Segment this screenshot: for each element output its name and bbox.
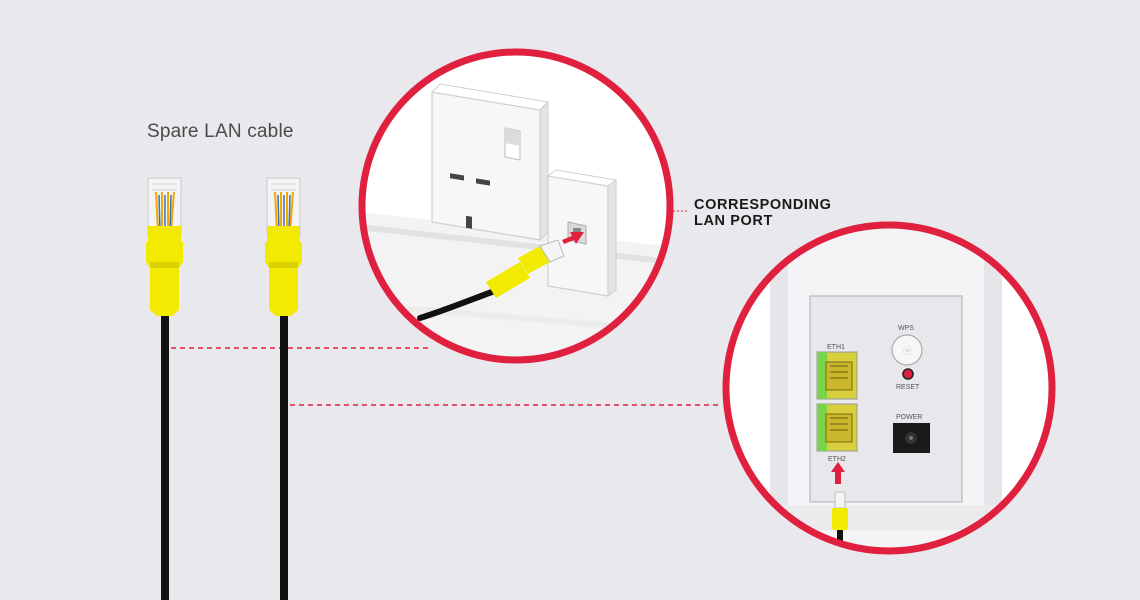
lan-cable-end-left xyxy=(146,177,183,600)
svg-text:ⓦ: ⓦ xyxy=(903,346,912,357)
cable-caption: Spare LAN cable xyxy=(147,121,294,142)
power-port xyxy=(893,423,930,453)
lan-port-callout: CORRESPONDING LAN PORT xyxy=(694,197,832,229)
reset-button xyxy=(902,368,914,380)
eth1-port xyxy=(816,351,858,400)
insert-arrow-up-icon xyxy=(831,462,845,484)
power-socket xyxy=(430,83,550,242)
reset-label: RESET xyxy=(896,384,920,391)
insert-arrow-icon xyxy=(562,232,584,244)
router-back-zoom: ETH1 ETH2 WPS ⓦ RESET POWER xyxy=(722,221,1056,555)
wall-socket-zoom xyxy=(358,48,674,364)
wps-button xyxy=(891,334,923,366)
eth1-label: ETH1 xyxy=(827,344,845,351)
eth2-port xyxy=(816,403,858,452)
lan-cable-end-right xyxy=(265,177,302,600)
eth2-label: ETH2 xyxy=(828,456,846,463)
power-label: POWER xyxy=(896,414,922,421)
callout-line-1: CORRESPONDING xyxy=(694,197,832,213)
lan-plug-wall xyxy=(417,239,565,321)
callout-line-2: LAN PORT xyxy=(694,213,773,229)
wps-label: WPS xyxy=(898,325,914,332)
